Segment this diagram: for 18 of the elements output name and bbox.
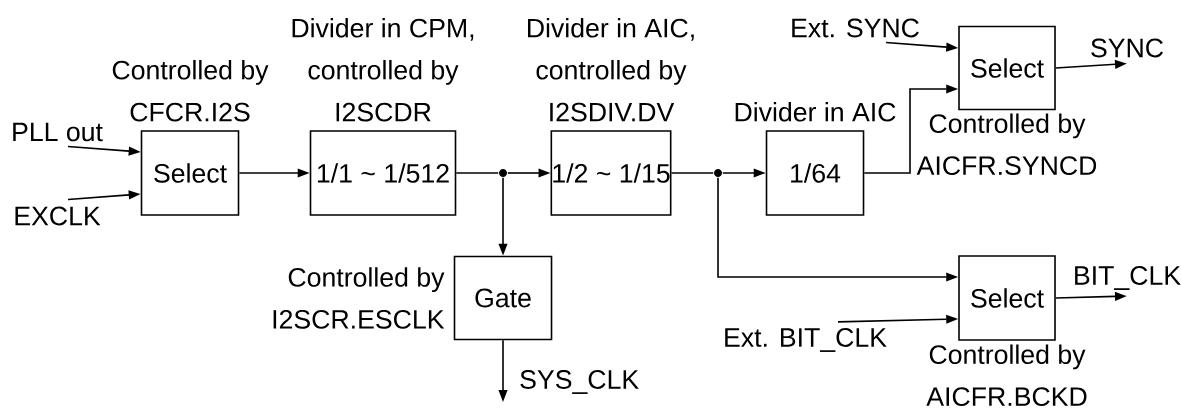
select-box: Select <box>958 255 1056 341</box>
control-note: Controlled by I2SCR.ESCLK <box>273 267 445 329</box>
signal-name: BIT_CLK <box>1075 266 1181 290</box>
select-box: Select <box>140 130 240 216</box>
signal-name: Ext. BIT_CLK <box>725 328 887 352</box>
control-note: Divider in CPM, controlled by I2SCDR <box>292 17 474 122</box>
signal-name: Ext. SYNC <box>792 18 919 38</box>
signal-name: PLL out <box>13 122 103 142</box>
control-note: Controlled by CFCR.I2S <box>112 59 269 122</box>
gate-box: Gate <box>453 255 553 341</box>
control-note: Divider in AIC, controlled by I2SDIV.DV <box>528 17 694 122</box>
signal-name: SYS_CLK <box>520 370 639 394</box>
control-note: Divider in AIC <box>735 101 896 122</box>
signal-name: EXCLK <box>15 206 101 226</box>
select-box: Select <box>958 25 1056 111</box>
signal-name: SYNC <box>1091 38 1164 58</box>
control-note: Controlled by AICFR.SYNCD <box>916 113 1097 176</box>
control-note: Controlled by AICFR.BCKD <box>926 344 1087 407</box>
